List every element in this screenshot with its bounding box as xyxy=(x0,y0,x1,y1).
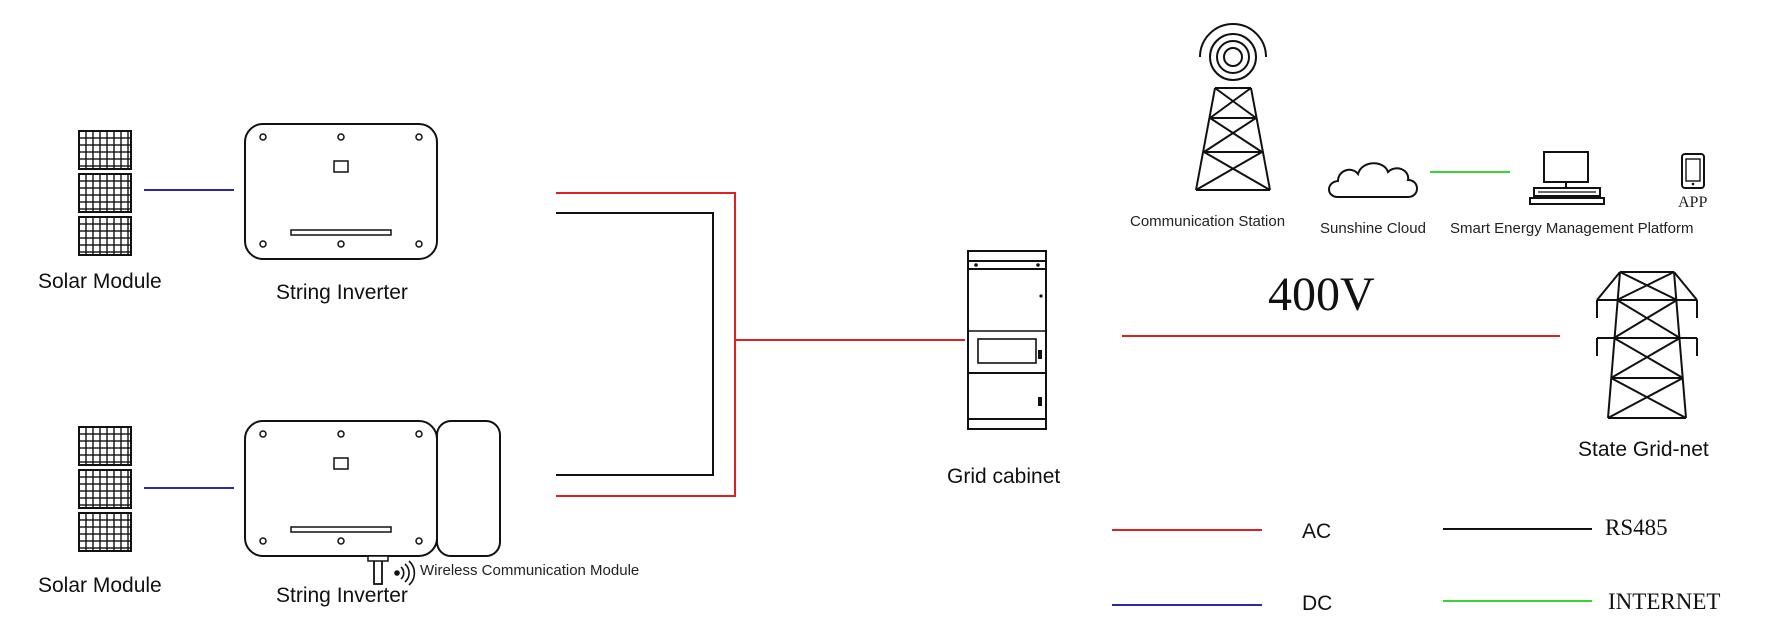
string-inverter-bottom xyxy=(244,420,501,585)
solar-module-bottom-label: Solar Module xyxy=(38,574,162,597)
phone-icon xyxy=(1681,153,1705,189)
legend-dc-label: DC xyxy=(1302,592,1333,615)
wireless-module-label: Wireless Communication Module xyxy=(420,562,640,579)
state-grid-label: State Grid-net xyxy=(1578,438,1709,461)
string-inverter-top-label: String Inverter xyxy=(276,281,408,304)
solar-module-bottom xyxy=(78,426,132,552)
inverter-extension-box xyxy=(436,420,501,557)
grid-cabinet xyxy=(967,250,1047,430)
legend-internet-label: INTERNET xyxy=(1608,589,1721,614)
sunshine-cloud-label: Sunshine Cloud xyxy=(1320,220,1426,237)
communication-station-label: Communication Station xyxy=(1130,213,1286,230)
wireless-signal-icon xyxy=(394,560,416,586)
rs485-line-inverters xyxy=(556,212,714,476)
legend-ac-label: AC xyxy=(1302,520,1332,543)
voltage-label: 400V xyxy=(1268,268,1375,321)
solar-module-top xyxy=(78,130,132,256)
string-inverter-top xyxy=(244,123,438,260)
legend-rs485-label: RS485 xyxy=(1605,515,1668,540)
ac-line-inverters xyxy=(556,192,736,497)
solar-module-top-label: Solar Module xyxy=(38,270,162,293)
cloud-icon xyxy=(1328,162,1418,198)
computer-icon xyxy=(1529,151,1605,205)
smart-platform-label: Smart Energy Management Platform xyxy=(1450,220,1694,237)
string-inverter-bottom-label: String Inverter xyxy=(276,584,408,607)
grid-cabinet-label: Grid cabinet xyxy=(947,465,1061,488)
app-label: APP xyxy=(1678,194,1708,211)
transmission-tower-icon xyxy=(1596,271,1698,419)
communication-tower-icon xyxy=(1195,23,1271,191)
